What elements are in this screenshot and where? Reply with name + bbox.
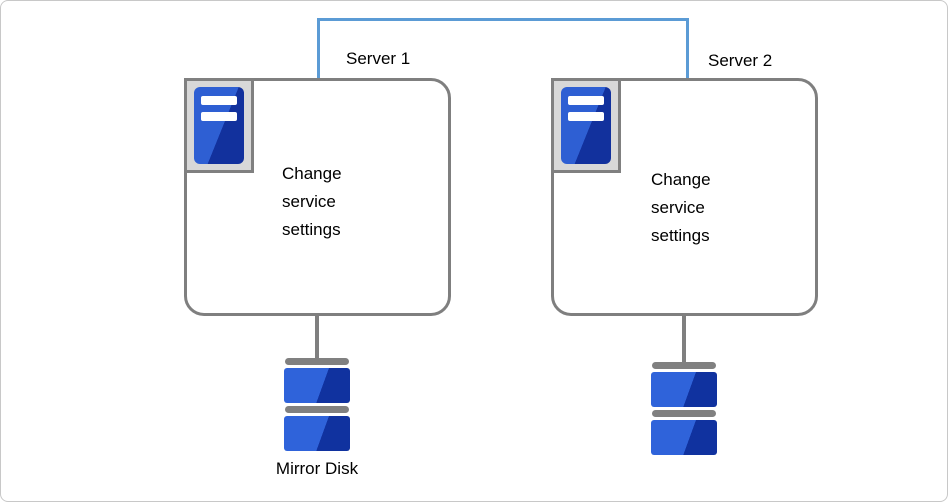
server2-disk-stack-icon [651, 362, 717, 455]
server2-action-text: Change service settings [651, 170, 711, 245]
server2-disk-connector [682, 314, 686, 364]
disk-cap [285, 406, 349, 413]
server1-disk-stack-icon [284, 358, 350, 451]
server1-disk-connector [315, 314, 319, 360]
server2-label: Server 2 [708, 51, 773, 70]
server-slot-icon [201, 112, 237, 121]
disk-platter [284, 416, 350, 451]
interconnect-line-server2 [686, 18, 689, 79]
interconnect-line-horizontal [317, 18, 689, 21]
server-slot-icon [201, 96, 237, 105]
disk-platter [651, 420, 717, 455]
server2-server-icon [551, 78, 621, 173]
server-slot-icon [568, 96, 604, 105]
interconnect-line-server1 [317, 18, 320, 79]
server-tower-icon [194, 87, 244, 164]
server1-label: Server 1 [346, 49, 411, 68]
disk-platter [651, 372, 717, 407]
disk-cap [285, 358, 349, 365]
server-slot-icon [568, 112, 604, 121]
mirror-disk-label: Mirror Disk [275, 459, 359, 478]
server1-action-text: Change service settings [282, 164, 342, 239]
disk-cap [652, 410, 716, 417]
server1-server-icon [184, 78, 254, 173]
server-tower-icon [561, 87, 611, 164]
disk-cap [652, 362, 716, 369]
disk-platter [284, 368, 350, 403]
